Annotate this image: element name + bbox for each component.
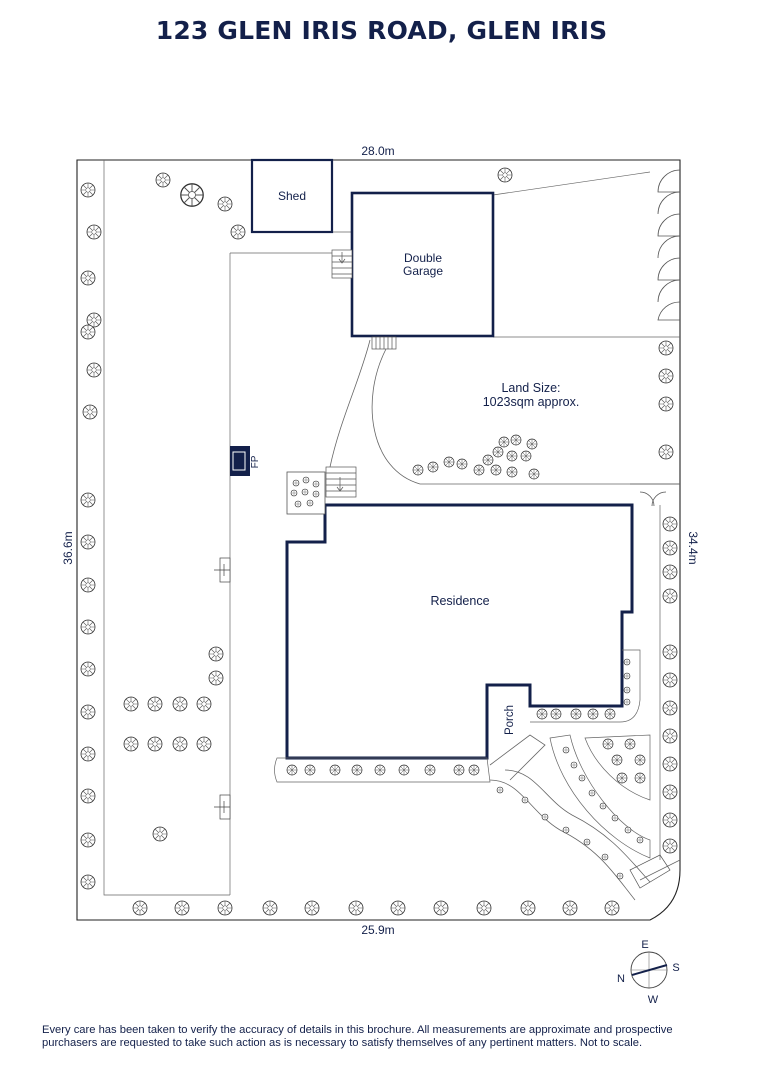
- entry-steps: [325, 466, 357, 498]
- trees-front-bed: [286, 764, 480, 776]
- shed: [250, 158, 334, 234]
- trees-right-boundary: [658, 340, 678, 854]
- residence: [285, 503, 634, 760]
- trees-left-boundary: [80, 182, 102, 890]
- porch-label: Porch: [504, 705, 516, 735]
- compass-north: N: [617, 973, 625, 985]
- gate-arcs: [657, 169, 681, 321]
- inner-fence-left: [103, 160, 230, 896]
- curved-garden-bed-2: [584, 734, 651, 801]
- garage-steps: [331, 249, 353, 279]
- garage-label-line2: Garage: [403, 264, 443, 278]
- dimension-left: 36.6m: [61, 531, 75, 564]
- dimension-bottom: 25.9m: [361, 923, 394, 937]
- land-size-line2: 1023sqm approx.: [483, 395, 580, 409]
- winding-path-outer: [489, 779, 636, 901]
- side-markers: [214, 557, 231, 820]
- dimension-right: 34.4m: [686, 531, 700, 564]
- disclaimer: Every care has been taken to verify the …: [42, 1024, 742, 1049]
- disclaimer-line2: purchasers are requested to take such ac…: [42, 1036, 643, 1049]
- land-size-line1: Land Size:: [501, 381, 560, 395]
- side-garden-bed: [530, 649, 641, 723]
- front-garden-bed: [274, 757, 491, 783]
- garage-front-step: [371, 336, 397, 350]
- trees-bottom-boundary: [132, 900, 620, 916]
- compass-west: W: [648, 994, 659, 1006]
- property-boundary: [76, 159, 681, 921]
- residence-label: Residence: [430, 594, 489, 608]
- compass-needle: [631, 964, 668, 976]
- path-curve-left: [329, 339, 371, 468]
- trees-curved-beds: [496, 738, 646, 880]
- fireplace-label: FP: [250, 455, 261, 468]
- right-garden-strip: [639, 505, 681, 881]
- compass-south: S: [672, 962, 679, 974]
- trees-left-lawn: [123, 646, 224, 842]
- rear-fence-curve: [492, 171, 651, 196]
- page-title: 123 GLEN IRIS ROAD, GLEN IRIS: [155, 16, 608, 45]
- trees-lawn-cluster: [412, 434, 540, 480]
- side-gate: [630, 483, 680, 507]
- disclaimer-line1: Every care has been taken to verify the …: [42, 1024, 673, 1036]
- winding-path-inner: [504, 769, 651, 883]
- dimension-top: 28.0m: [361, 144, 394, 158]
- garage-label-line1: Double: [404, 251, 442, 265]
- path-curve-right: [371, 348, 680, 485]
- shed-label: Shed: [278, 189, 306, 203]
- front-gate: [629, 854, 671, 889]
- compass-east: E: [641, 939, 648, 951]
- porch-path: [489, 734, 546, 781]
- compass-rose: E S N W: [617, 939, 680, 1006]
- curved-garden-bed-1: [549, 734, 651, 859]
